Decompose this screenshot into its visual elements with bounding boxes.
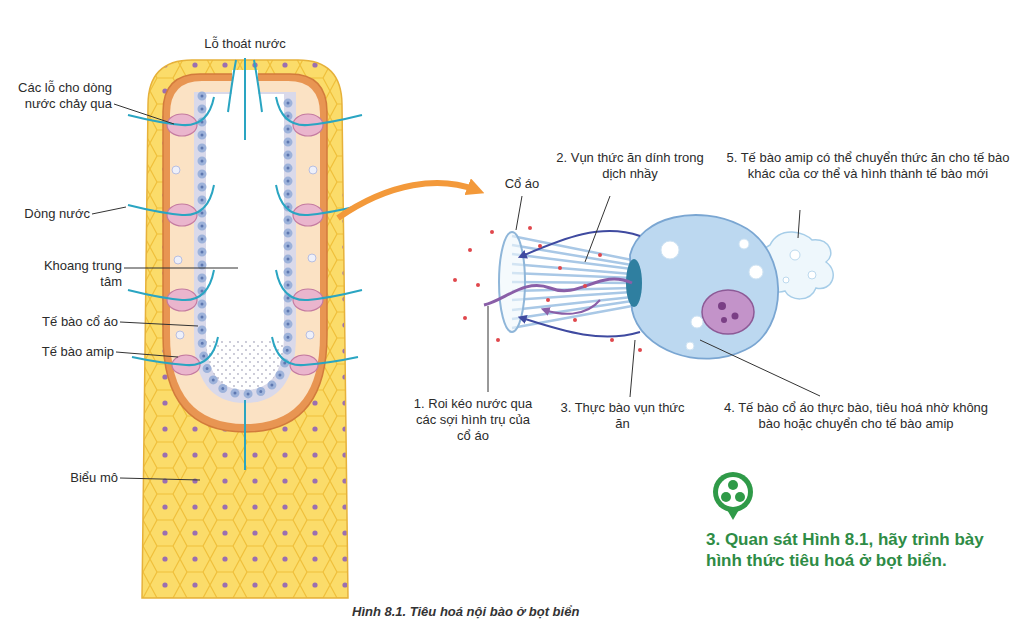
- collar-cell-body: [661, 241, 679, 259]
- amoebocyte: [176, 331, 184, 339]
- amoeba-cell: [808, 271, 816, 279]
- step-label: 5. Tế bào amip có thể chuyển thức ăn cho…: [722, 150, 1014, 182]
- water-flow: [128, 270, 214, 300]
- part-label: Cổ áo: [496, 176, 548, 192]
- food-particle: [546, 298, 550, 302]
- food-particle: [490, 230, 494, 234]
- food-particle: [610, 338, 614, 342]
- food-particle: [468, 248, 472, 252]
- sponge-body: [142, 60, 348, 598]
- collar-cell-body: [749, 265, 763, 279]
- water-flow: [128, 185, 214, 215]
- water-flow: [254, 60, 262, 112]
- zoom-arrow: [338, 183, 476, 218]
- leader-line: [120, 478, 200, 480]
- food-particle: [453, 278, 457, 282]
- leader-line: [120, 322, 198, 326]
- collar-cell-body: [739, 239, 749, 249]
- food-particle: [638, 348, 642, 352]
- part-label: Tế bào cổ áo: [12, 314, 118, 330]
- part-label: Biểu mô: [20, 470, 118, 486]
- part-label: Các lỗ cho dòng nước chảy qua: [12, 80, 112, 112]
- collar-cell-body: [702, 290, 754, 334]
- leader-line: [700, 340, 820, 396]
- leader-line: [488, 306, 489, 392]
- food-particle: [598, 253, 602, 257]
- amoebocyte: [308, 254, 316, 262]
- question-icon: [721, 492, 731, 502]
- water-flow: [228, 60, 236, 112]
- collar: [512, 236, 632, 328]
- amoeba-cell: [790, 250, 800, 260]
- food-particle: [496, 338, 500, 342]
- step-label: 1. Roi kéo nước qua các sợi hình trụ của…: [408, 396, 538, 444]
- amoebocyte: [306, 331, 314, 339]
- water-flow: [272, 337, 358, 365]
- collar-cell-body: [626, 215, 778, 359]
- step-label: 3. Thực bào vụn thức ăn: [560, 400, 685, 432]
- water-flow: [244, 400, 246, 470]
- flagellum: [545, 300, 600, 314]
- collar-cell-body: [691, 316, 703, 328]
- opening-label: Lỗ thoát nước: [190, 36, 300, 52]
- question-icon: [735, 492, 745, 502]
- amoebocyte: [309, 166, 317, 174]
- water-flow: [128, 58, 362, 470]
- leader-line: [92, 104, 820, 480]
- water-flow: [276, 97, 362, 125]
- pore: [167, 114, 323, 375]
- amoebocyte: [172, 166, 180, 174]
- collar-cell-body: [732, 313, 739, 320]
- leader-line: [798, 210, 800, 238]
- question-icon: [713, 472, 753, 512]
- food-particle: [573, 318, 577, 322]
- food-particle: [453, 226, 642, 352]
- flagellum: [522, 318, 640, 337]
- leader-line: [516, 196, 522, 230]
- food-particle: [463, 316, 467, 320]
- collar: [499, 232, 525, 332]
- food-particle: [583, 284, 587, 288]
- leader-line: [630, 340, 635, 397]
- flagellum: [484, 231, 640, 337]
- leader-line: [92, 207, 126, 214]
- leader-line: [114, 104, 174, 124]
- amoebocyte: [174, 256, 182, 264]
- part-label: Dòng nước: [12, 206, 90, 222]
- collar-cell-body: [630, 215, 778, 359]
- food-particle: [528, 226, 532, 230]
- step-label: 2. Vụn thức ăn dính trong dịch nhầy: [555, 150, 705, 182]
- collar: [499, 232, 632, 332]
- step-label: 4. Tế bào cổ áo thực bào, tiêu hoá nhờ k…: [716, 400, 996, 432]
- water-flow: [244, 58, 246, 140]
- water-flow: [128, 97, 214, 125]
- water-flow: [276, 270, 362, 300]
- sponge-body: [142, 60, 348, 598]
- flagellum: [484, 279, 632, 305]
- leader-line: [116, 352, 178, 357]
- food-particle: [558, 266, 562, 270]
- part-label: Khoang trung tâm: [40, 258, 122, 290]
- leader-line: [124, 268, 238, 269]
- food-particle: [538, 244, 542, 248]
- collar-cell-body: [718, 302, 726, 310]
- leader-line: [585, 196, 610, 262]
- figure-caption: Hình 8.1. Tiêu hoá nội bào ở bọt biển: [352, 604, 692, 620]
- amoebocyte: [172, 166, 317, 339]
- collar-cell-body: [686, 342, 694, 350]
- food-particle: [476, 283, 480, 287]
- question-text: 3. Quan sát Hình 8.1, hãy trình bày hình…: [706, 530, 1016, 571]
- collar-cell-body: [721, 317, 727, 323]
- question-icon: [728, 480, 738, 490]
- question-icon: [713, 472, 753, 520]
- question-icon: [718, 477, 748, 507]
- amoeba-cell: [783, 277, 789, 283]
- part-label: Tế bào amip: [12, 344, 114, 360]
- water-flow: [132, 337, 218, 365]
- flagellum: [522, 231, 640, 256]
